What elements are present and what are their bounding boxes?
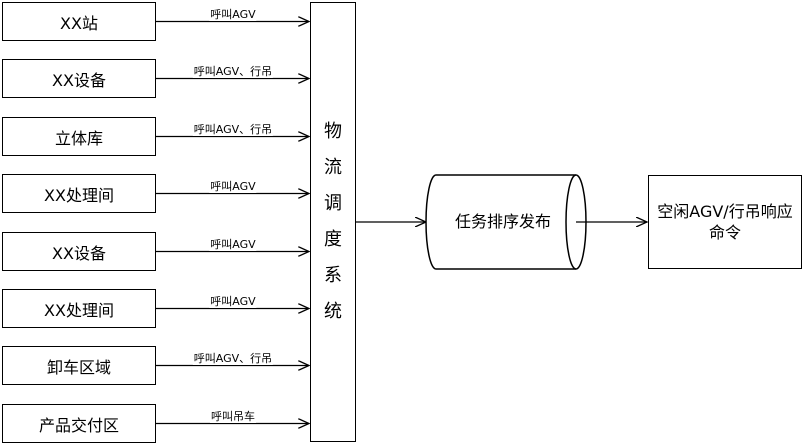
source-node: XX设备 <box>2 59 156 98</box>
source-label: XX站 <box>60 13 98 33</box>
task-sort-publish-label: 任务排序发布 <box>454 212 551 231</box>
source-label: 产品交付区 <box>38 415 119 435</box>
call-label: 呼叫AGV、行吊 <box>192 122 274 136</box>
call-label: 呼叫AGV <box>209 294 257 308</box>
source-node: XX处理间 <box>2 174 156 213</box>
task-cylinder <box>425 174 587 270</box>
source-label: 立体库 <box>54 128 103 148</box>
call-label: 呼叫吊车 <box>210 409 256 423</box>
call-label: 呼叫AGV <box>209 7 257 21</box>
source-node: 卸车区域 <box>2 346 156 385</box>
call-label: 呼叫AGV、行吊 <box>192 351 274 365</box>
source-node: XX设备 <box>2 232 156 271</box>
call-label: 呼叫AGV <box>209 179 257 193</box>
central-char: 流 <box>324 157 342 178</box>
response-node: 空闲AGV/行吊响应命令 <box>648 175 802 269</box>
source-label: 卸车区域 <box>46 357 111 377</box>
central-char: 调 <box>324 193 342 214</box>
source-label: XX设备 <box>52 70 106 90</box>
source-node: 产品交付区 <box>2 404 156 443</box>
source-node: XX处理间 <box>2 289 156 328</box>
source-node: XX站 <box>2 2 156 41</box>
central-char: 系 <box>324 265 342 286</box>
source-node: 立体库 <box>2 117 156 156</box>
call-label: 呼叫AGV <box>209 237 257 251</box>
call-label: 呼叫AGV、行吊 <box>192 64 274 78</box>
logistics-dispatch-system: 物 流 调 度 系 统 <box>310 2 356 442</box>
source-label: XX设备 <box>52 243 106 263</box>
source-label: XX处理间 <box>44 185 114 205</box>
source-label: XX处理间 <box>44 300 114 320</box>
central-char: 统 <box>324 301 342 322</box>
central-char: 物 <box>324 121 342 142</box>
central-char: 度 <box>324 229 342 250</box>
response-label: 空闲AGV/行吊响应命令 <box>657 202 793 242</box>
